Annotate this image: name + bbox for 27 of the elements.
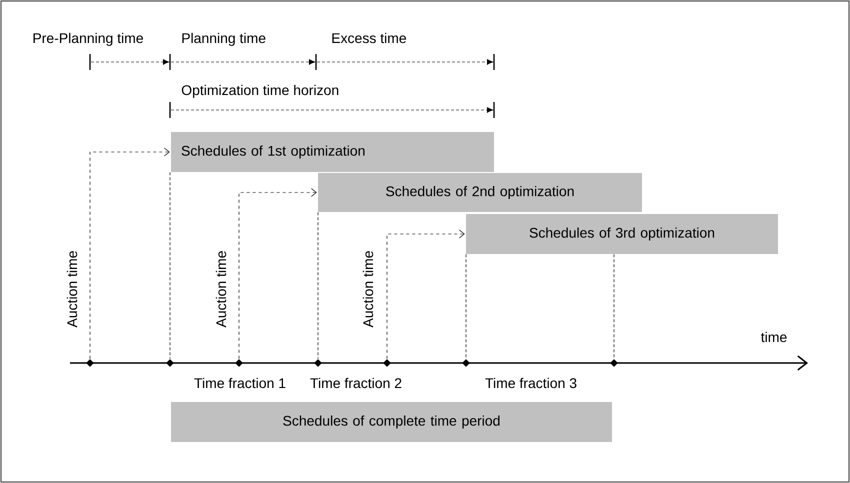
axis-point (383, 359, 391, 367)
node-label: Schedules of 1st optimization (182, 145, 364, 159)
dimension-label: Excess time (332, 32, 406, 44)
schedule-bar: Schedules of 2nd optimization (318, 173, 642, 212)
arrow (238, 188, 317, 360)
auction-time-label: Auction time (362, 251, 374, 328)
axis-point (314, 359, 322, 367)
interval-label: Time fraction 3 (485, 378, 576, 388)
schedule-bar: Schedules of 3rd optimization (466, 214, 778, 254)
axis-point (166, 359, 174, 367)
axis-point (462, 359, 470, 367)
node-label: Schedules of 2nd optimization (386, 186, 574, 200)
axis-label: time (761, 332, 787, 342)
interval-label: Time fraction 2 (310, 378, 402, 388)
arrow (386, 230, 465, 360)
schedule-bar: Schedules of 1st optimization (171, 132, 494, 172)
axis-point (235, 359, 243, 367)
arrow (90, 148, 170, 360)
dimension-label: Pre-Planning time (34, 32, 143, 46)
axis-point (610, 359, 618, 367)
interval-label: Time fraction 1 (194, 378, 286, 388)
dimension-label: Optimization time horizon (182, 84, 338, 98)
auction-time-label: Auction time (216, 251, 226, 328)
axis-point (86, 359, 94, 367)
schedule-bar: Schedules of complete time period (171, 402, 612, 442)
auction-time-label: Auction time (66, 251, 78, 328)
dimension-label: Planning time (182, 32, 266, 46)
